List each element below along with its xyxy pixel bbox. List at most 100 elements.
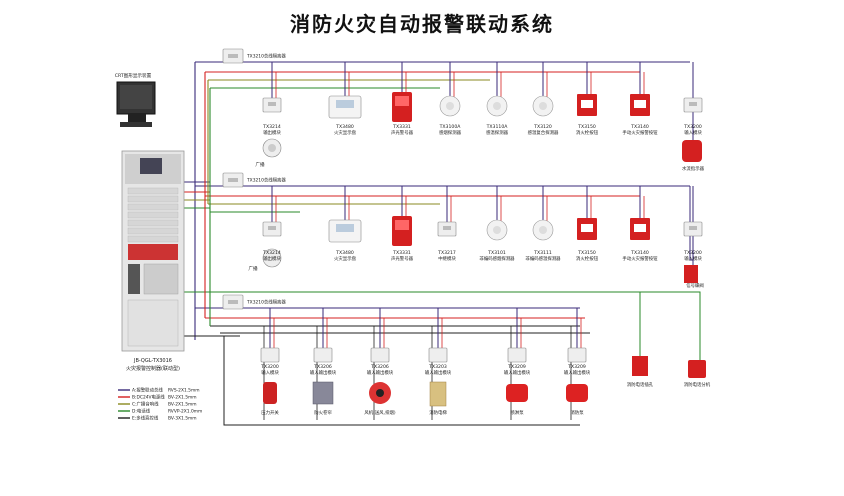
device-name: 消火栓按钮 (576, 255, 599, 262)
device-code: TX3111 (533, 250, 552, 256)
device-name: 手动火灾报警按钮 (622, 129, 658, 136)
legend-spec: BV-2X1.5mm (168, 402, 197, 408)
detector-core (493, 102, 501, 110)
legend-spec: BV-2X1.5mm (168, 395, 197, 401)
legend-name: A:报警联动总线 (132, 387, 163, 394)
device-code: TX3140 (630, 124, 649, 130)
controller-lcd (140, 158, 162, 174)
legend-spec: RVS-2X1.5mm (168, 388, 200, 394)
speaker-label: 广播 (255, 161, 265, 168)
crt-stand (128, 114, 146, 122)
module-icon (428, 347, 448, 363)
shutter-icon (312, 381, 334, 405)
display-screen (336, 100, 354, 108)
isolator-led (228, 178, 238, 182)
module-indicator (443, 226, 451, 230)
device-code: TX3150 (577, 124, 596, 130)
module-icon (567, 347, 587, 363)
device-name: 手动火灾报警按钮 (622, 255, 658, 262)
broadcast-panel (143, 263, 179, 295)
phone-socket-label: 消防电话插孔 (627, 381, 654, 388)
device-name: 输出模块 (263, 255, 281, 262)
water-flow-indicator-icon (682, 140, 702, 162)
controller-bottom (127, 299, 179, 347)
device-code: TX3150 (577, 250, 596, 256)
crt-screen (120, 85, 152, 109)
controller-model: JB-QGL-TX3016 (133, 358, 172, 364)
wiring-layer (180, 61, 701, 426)
device-caption: 消防泵 (570, 409, 584, 416)
page-title: 消防火灾自动报警联动系统 (290, 12, 554, 36)
module-indicator (268, 102, 276, 106)
signal-butterfly-valve-icon (684, 265, 698, 283)
isolator-led (228, 300, 238, 304)
sounder-lamp (395, 96, 409, 106)
device-name: 火灾显示盘 (334, 129, 357, 136)
device-name: 感烟探测器 (439, 129, 462, 136)
device-code: TX3480 (335, 250, 354, 256)
device-code: TX3100A (439, 124, 462, 130)
device-code: TX3101 (487, 250, 506, 256)
button-window (581, 100, 593, 108)
device-name: 输入模块 (684, 129, 702, 136)
module-icon (507, 347, 527, 363)
device-name: 输入模块 (261, 369, 279, 376)
button-window (634, 224, 646, 232)
isolator-label: TX3210总线隔离器 (246, 299, 286, 306)
pressure-switch-icon (263, 382, 277, 404)
device-code: TX3209 (567, 364, 586, 370)
device-caption: 风机(送风,排烟) (364, 409, 395, 416)
controller-slot (127, 227, 179, 235)
device-name: 输入输出模块 (425, 369, 452, 376)
device-code: TX3206 (370, 364, 389, 370)
button-window (581, 224, 593, 232)
device-name: 感温探测器 (486, 129, 509, 136)
wire (689, 186, 693, 261)
device-code: TX3209 (507, 364, 526, 370)
phone-label: 消防电话分机 (684, 381, 711, 388)
elevator-icon (429, 381, 447, 407)
valve-label: 水流指示器 (682, 165, 705, 172)
controller-panel-red (128, 244, 178, 260)
microphone-icon (128, 264, 140, 294)
legend-spec: RVVP-2X1.0mm (168, 409, 202, 415)
device-name: 消火栓按钮 (576, 129, 599, 136)
device-name: 输入输出模块 (504, 369, 531, 376)
telephone-drop (660, 291, 701, 360)
display-screen (336, 224, 354, 232)
module-indicator (689, 226, 697, 230)
device-name: 输出模块 (263, 129, 281, 136)
device-code: TX3110A (486, 124, 509, 130)
legend-name: B:DC24V电源线 (132, 394, 165, 401)
legend-spec: BV-3X1.5mm (168, 416, 197, 422)
legend-name: C:广播音响线 (132, 401, 159, 408)
device-layer (116, 48, 706, 407)
controller-name: 火灾报警控制器(联动型) (126, 365, 180, 372)
detector-core (493, 226, 501, 234)
button-window (634, 100, 646, 108)
device-code: TX3200 (683, 124, 702, 130)
legend-name: D:电话线 (132, 408, 151, 415)
device-code: TX3120 (533, 124, 552, 130)
device-caption: 消防电梯 (429, 409, 447, 416)
controller-slot (127, 219, 179, 227)
legend-name: E:多线直控线 (132, 415, 159, 422)
isolator-led (228, 54, 238, 58)
device-name: 声光警号器 (391, 129, 414, 136)
device-name: 输入输出模块 (564, 369, 591, 376)
fire-phone-socket-icon (632, 356, 648, 376)
pump-icon (506, 384, 528, 402)
device-name: 火灾显示盘 (334, 255, 357, 262)
speaker-cone (268, 144, 276, 152)
device-name: 非编码感烟探测器 (479, 255, 515, 262)
isolator-label: TX3210总线隔离器 (246, 177, 286, 184)
detector-core (539, 102, 547, 110)
fan-hub (376, 389, 384, 397)
controller-slot (127, 203, 179, 211)
device-code: TX3331 (392, 250, 411, 256)
device-name: 声光警号器 (391, 255, 414, 262)
device-code: TX3140 (630, 250, 649, 256)
controller-slot (127, 211, 179, 219)
device-code: TX3214 (262, 124, 281, 130)
speaker-label: 广播 (248, 265, 258, 272)
